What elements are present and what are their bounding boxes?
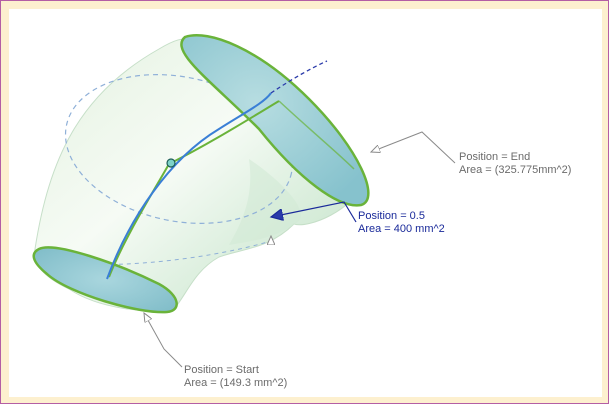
leader-mid <box>271 201 357 223</box>
mid-section-hidden <box>64 74 294 224</box>
loft-path-centerline <box>106 92 272 280</box>
start-area-text: Area = (149.3 mm^2) <box>184 377 288 389</box>
rail-curve-lower <box>108 163 170 278</box>
mid-position-text: Position = 0.5 <box>358 210 425 222</box>
surface-shade <box>229 159 301 245</box>
model-viewport[interactable]: Position = End Area = (325.775mm^2) Posi… <box>9 9 602 397</box>
annotation-end: Position = End Area = (325.775mm^2) <box>459 151 571 177</box>
leader-end <box>371 131 456 164</box>
end-area-text: Area = (325.775mm^2) <box>459 164 572 176</box>
end-cap <box>180 34 370 207</box>
annotation-start: Position = Start Area = (149.3 mm^2) <box>184 364 287 390</box>
start-cap <box>32 246 178 314</box>
rail-curve-right <box>278 100 355 170</box>
start-position-text: Position = Start <box>184 364 259 376</box>
loft-model-drawing <box>32 34 456 368</box>
path-control-point <box>166 158 176 168</box>
path-extension-dashed <box>270 60 328 94</box>
annotation-mid: Position = 0.5 Area = 400 mm^2 <box>358 210 445 236</box>
leader-start <box>144 313 183 368</box>
mid-area-text: Area = 400 mm^2 <box>358 223 445 235</box>
end-position-text: Position = End <box>459 151 531 163</box>
